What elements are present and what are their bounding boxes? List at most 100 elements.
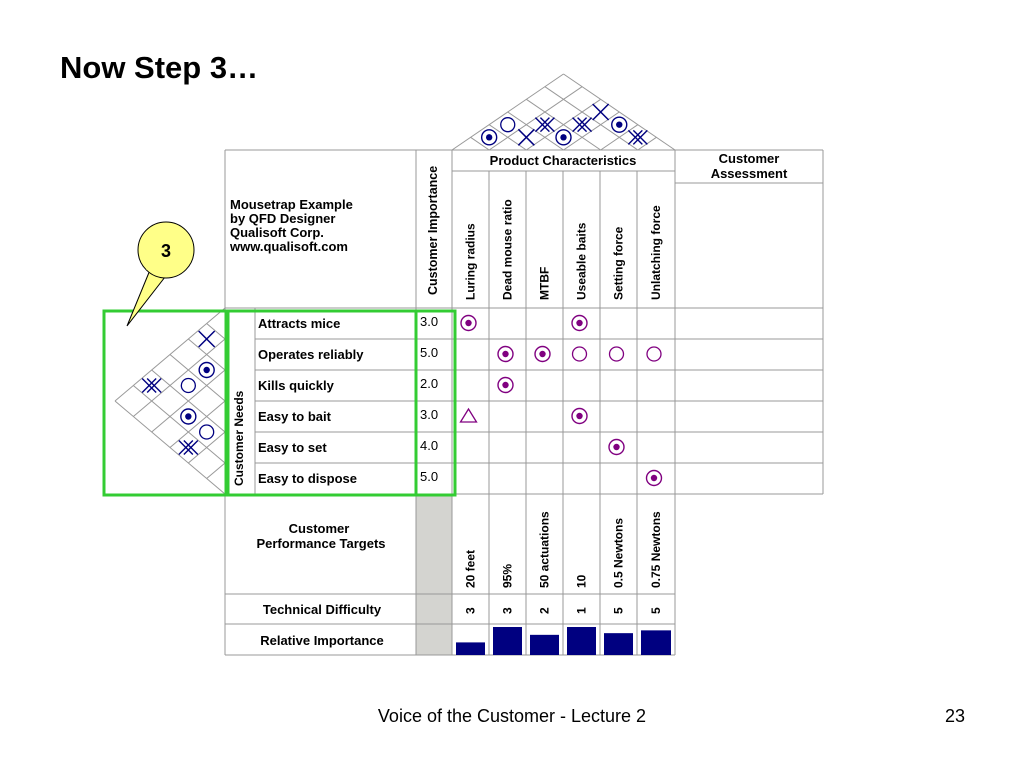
roof-strong-symbol	[555, 129, 572, 146]
need-label: Easy to bait	[258, 409, 332, 424]
slide-title: Now Step 3…	[60, 50, 259, 85]
medium-relationship-symbol	[608, 346, 625, 362]
triangle-line	[169, 400, 226, 448]
characteristic-5: Unlatching force	[649, 205, 663, 300]
info-line: www.qualisoft.com	[229, 239, 348, 254]
neg-stroke	[183, 440, 199, 455]
needs-medium-symbol	[199, 424, 215, 440]
neg-stroke	[539, 117, 555, 133]
characteristic-4: Setting force	[612, 226, 626, 300]
strong-inner-dot	[185, 413, 192, 420]
customer-importance-label: Customer Importance	[426, 166, 440, 295]
needs-medium-symbol	[180, 377, 196, 394]
customer-needs-label: Customer Needs	[232, 390, 246, 486]
needs-correlation-triangle	[114, 307, 226, 495]
needs-strong-neg-symbol	[141, 378, 162, 393]
characteristic-1: Dead mouse ratio	[501, 199, 515, 300]
need-importance: 5.0	[420, 469, 438, 484]
relative-importance-bar	[641, 630, 671, 655]
info-line: Qualisoft Corp.	[230, 225, 324, 240]
performance-targets-label: Performance Targets	[256, 536, 385, 551]
characteristic-3: Useable baits	[575, 222, 589, 300]
relative-importance-bar	[604, 633, 633, 655]
footer-text: Voice of the Customer - Lecture 2	[377, 706, 647, 726]
neg-stroke	[572, 117, 588, 133]
strong-relationship-symbol	[497, 345, 514, 363]
need-importance: 3.0	[420, 314, 438, 329]
need-label: Easy to set	[258, 440, 327, 455]
technical-difficulty-value: 5	[612, 607, 626, 614]
technical-difficulty-value: 1	[575, 607, 589, 614]
strong-inner-dot	[613, 443, 620, 451]
roof-strong-neg-symbol	[572, 117, 593, 133]
strong-inner-dot	[539, 350, 546, 358]
roof-line	[470, 136, 490, 151]
strong-inner-dot	[465, 319, 472, 327]
relative-importance-bar	[530, 634, 559, 655]
callout-circle	[137, 221, 195, 279]
needs-strong-neg-symbol	[178, 440, 199, 455]
roof-line	[526, 98, 601, 151]
medium-relationship-symbol	[646, 346, 662, 362]
strong-inner-dot	[576, 319, 583, 327]
technical-difficulty-value: 5	[649, 607, 663, 614]
strong-inner-dot	[203, 366, 210, 374]
strong-inner-dot	[616, 121, 623, 128]
technical-difficulty-value: 3	[464, 607, 478, 614]
info-line: by QFD Designer	[230, 211, 335, 226]
roof-strong-symbol	[611, 116, 628, 133]
need-importance: 3.0	[420, 407, 438, 422]
needs-strong-symbol	[198, 361, 215, 379]
roof-weak-neg-symbol	[592, 103, 610, 121]
technical-difficulty-label: Technical Difficulty	[263, 602, 382, 617]
neg-stroke	[141, 378, 157, 393]
medium-circle	[199, 424, 215, 440]
weak-triangle	[459, 407, 478, 423]
need-importance: 4.0	[420, 438, 438, 453]
target-value: 50 actuations	[538, 511, 552, 588]
medium-circle	[571, 346, 588, 362]
characteristic-2: MTBF	[538, 267, 552, 300]
customer-targets-label-red: Customer	[289, 521, 350, 536]
roof-strong-neg-symbol	[627, 129, 648, 145]
highlight-correlation-box	[102, 309, 228, 497]
strong-relationship-symbol	[497, 376, 514, 394]
strong-relationship-symbol	[571, 407, 588, 425]
strong-inner-dot	[576, 412, 583, 420]
needs-weak-neg-symbol	[198, 330, 216, 348]
roof-line	[563, 73, 676, 151]
target-value: 0.5 Newtons	[612, 518, 626, 588]
target-value: 95%	[501, 564, 515, 588]
need-importance: 2.0	[420, 376, 438, 391]
strong-relationship-symbol	[645, 469, 663, 487]
target-value: 20 feet	[464, 550, 478, 588]
needs-strong-symbol	[180, 408, 197, 425]
strong-relationship-symbol	[460, 314, 477, 332]
medium-relationship-symbol	[571, 346, 588, 362]
neg-stroke	[534, 117, 550, 133]
customer-assessment-label: Assessment	[711, 166, 788, 181]
neg-stroke	[627, 129, 643, 145]
roof-strong-symbol	[480, 129, 498, 146]
neg-stroke	[592, 103, 610, 121]
strong-inner-dot	[502, 381, 509, 389]
strong-relationship-symbol	[571, 314, 588, 332]
importance-column-fill	[416, 494, 452, 655]
roof-strong-neg-symbol	[534, 117, 555, 133]
roof-medium-symbol	[500, 117, 516, 133]
relative-importance-bar	[493, 627, 522, 655]
triangle-line	[133, 385, 226, 464]
target-value: 10	[575, 574, 589, 588]
triangle-line	[188, 338, 226, 371]
strong-inner-dot	[485, 134, 493, 141]
neg-stroke	[178, 440, 194, 455]
technical-difficulty-value: 2	[538, 607, 552, 614]
page-number: 23	[944, 706, 965, 726]
neg-stroke	[577, 117, 593, 133]
neg-stroke	[146, 378, 162, 393]
need-label: Attracts mice	[258, 316, 340, 331]
triangle-line	[151, 369, 226, 433]
characteristic-0: Luring radius	[464, 223, 478, 300]
relative-importance-bar	[567, 627, 596, 655]
